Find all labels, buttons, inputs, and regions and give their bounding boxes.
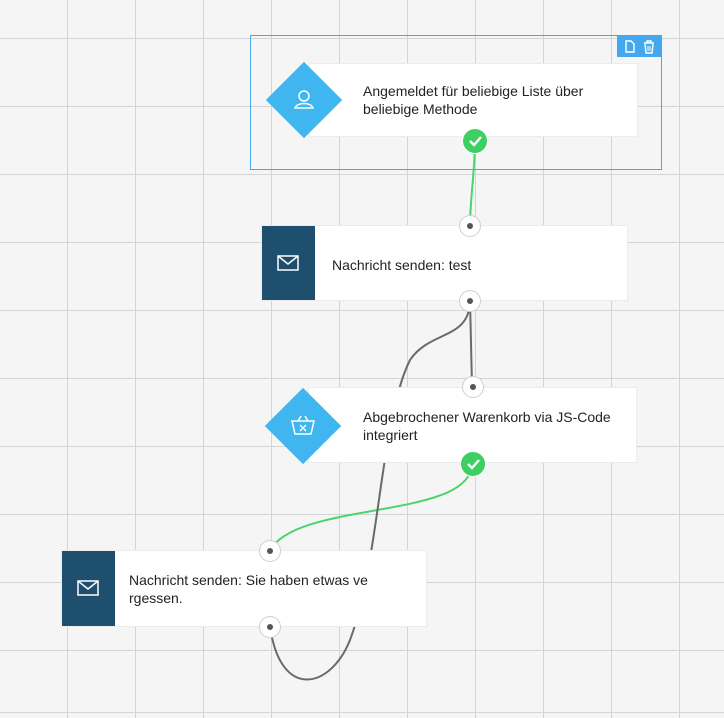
selection-toolbar bbox=[617, 35, 661, 57]
trash-icon[interactable] bbox=[644, 40, 654, 54]
node-send-message-forgot[interactable]: Nachricht senden: Sie haben etwas ve rge… bbox=[62, 551, 426, 626]
user-icon bbox=[293, 90, 315, 109]
check-icon bbox=[467, 459, 480, 470]
trigger-icon-diamond bbox=[265, 61, 343, 139]
mail-icon bbox=[77, 580, 99, 596]
copy-icon[interactable] bbox=[625, 40, 635, 53]
check-icon bbox=[469, 136, 482, 147]
success-port[interactable] bbox=[460, 451, 486, 477]
mail-icon bbox=[277, 255, 299, 271]
input-port[interactable] bbox=[260, 541, 280, 561]
node-trigger-subscribed[interactable]: Angemeldet für beliebige Liste über beli… bbox=[310, 64, 637, 136]
node-label: Angemeldet für beliebige Liste über beli… bbox=[363, 83, 584, 117]
output-port[interactable] bbox=[260, 617, 280, 637]
node-trigger-cart[interactable]: Abgebrochener Warenkorb via JS-Code inte… bbox=[309, 388, 636, 462]
success-port[interactable] bbox=[462, 128, 488, 154]
input-port[interactable] bbox=[460, 216, 480, 236]
node-label: Nachricht senden: test bbox=[332, 257, 472, 273]
node-send-message-test[interactable]: Nachricht senden: test bbox=[262, 226, 627, 300]
wire-cart-to-message2 bbox=[269, 463, 473, 551]
wire-loop-back bbox=[269, 299, 471, 681]
selected-node-frame bbox=[250, 35, 662, 170]
trigger-icon-diamond bbox=[264, 387, 342, 465]
node-label: Abgebrochener Warenkorb via JS-Code inte… bbox=[363, 409, 611, 443]
action-icon-box bbox=[262, 226, 315, 300]
canvas-bottom-border bbox=[0, 712, 724, 713]
wire-message-to-cart-trigger bbox=[469, 299, 473, 387]
node-label: Nachricht senden: Sie haben etwas ve rge… bbox=[129, 572, 368, 606]
basket-icon bbox=[291, 415, 315, 435]
action-icon-box bbox=[62, 551, 115, 626]
input-port[interactable] bbox=[463, 377, 483, 397]
selection-tools-icons bbox=[625, 40, 654, 54]
output-port[interactable] bbox=[460, 291, 480, 311]
